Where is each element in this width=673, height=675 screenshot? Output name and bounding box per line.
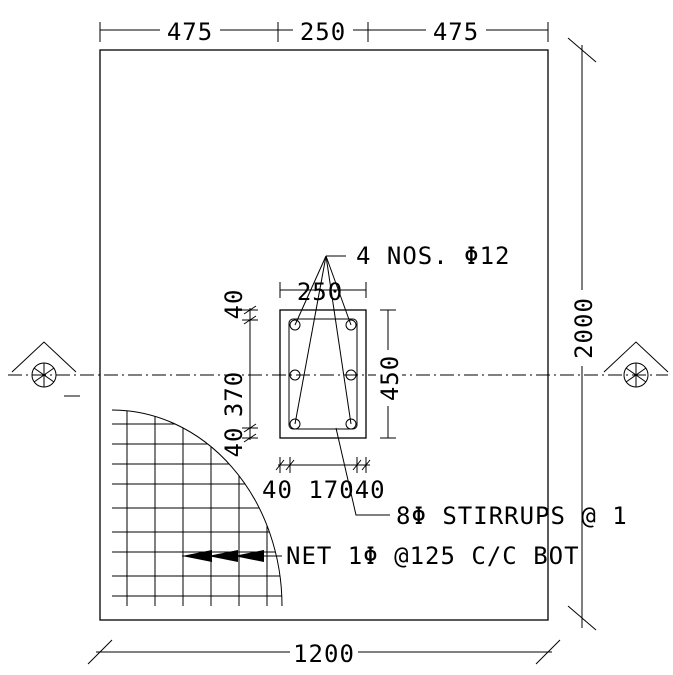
- mesh-grid: [112, 410, 282, 606]
- rebar: [289, 418, 301, 430]
- reinforcement-mesh: [111, 409, 283, 607]
- arrow-icon: [234, 550, 264, 562]
- column-width-dimension: 250: [279, 278, 367, 306]
- top-dimension: 475 250 475: [99, 16, 549, 46]
- arrow-icon: [182, 550, 212, 562]
- dim-top-mid: 250: [300, 18, 346, 46]
- column-section: [279, 309, 367, 439]
- dim-inner-depth: 370: [220, 371, 248, 417]
- dim-cover-top: 40: [220, 289, 248, 320]
- stirrups-leader: 8Φ STIRRUPS @ 1: [335, 427, 628, 530]
- rebar: [289, 319, 301, 331]
- net-leader: NET 1Φ @125 C/C BOT: [182, 542, 580, 570]
- dim-right: 2000: [570, 297, 598, 359]
- bottom-dimension: 1200: [87, 638, 561, 668]
- dim-column-width: 250: [297, 278, 343, 306]
- bottom-cover-dimension: 40 17040: [262, 457, 386, 504]
- dim-cover-bottom: 40: [220, 427, 248, 458]
- dim-column-depth: 450: [376, 355, 404, 401]
- section-mark-right: [603, 341, 669, 388]
- footing-outline: [99, 49, 549, 621]
- net-label: NET 1Φ @125 C/C BOT: [286, 542, 580, 570]
- right-dimension: 2000: [567, 37, 598, 631]
- section-mark-left: [11, 341, 80, 397]
- main-bars-label: 4 NOS. Φ12: [356, 242, 511, 270]
- main-bars-leader: 4 NOS. Φ12: [294, 242, 511, 425]
- dim-bottom: 1200: [293, 640, 355, 668]
- rebar: [345, 418, 357, 430]
- dim-top-left: 475: [167, 18, 213, 46]
- arrow-icon: [208, 550, 238, 562]
- dim-top-right: 475: [433, 18, 479, 46]
- rebar: [345, 369, 357, 381]
- dim-bottom-split: 40 17040: [262, 476, 386, 504]
- left-cover-dimension: 40 370 40: [220, 289, 258, 458]
- stirrups-label: 8Φ STIRRUPS @ 1: [396, 502, 628, 530]
- rebar: [345, 319, 357, 331]
- rebar: [289, 369, 301, 381]
- column-depth-dimension: 450: [376, 309, 404, 439]
